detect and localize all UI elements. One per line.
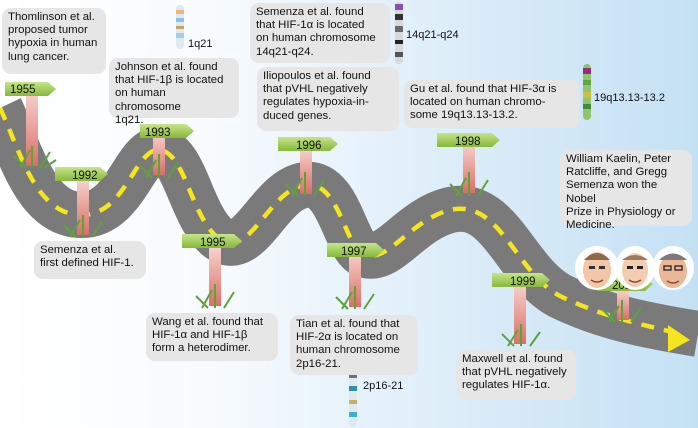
milestone-text-1996: Iliopoulos et al. found that pVHL negati…: [257, 67, 399, 131]
year-label-1996: 1996: [296, 140, 322, 152]
chromosome-1q21: [176, 5, 184, 49]
laureate-portrait-ratcliffe: [615, 246, 655, 290]
chromosome-label-1q21: 1q21: [188, 38, 213, 50]
milestone-post-1993: 1993: [140, 124, 194, 175]
chromosome-14q: [395, 2, 403, 64]
year-label-1995: 1995: [200, 237, 226, 249]
year-label-1955: 1955: [10, 84, 36, 96]
semenza-chromosome-note: Semenza et al. found that HIF-1α is loca…: [250, 3, 390, 63]
milestone-post-1999: 1999: [492, 273, 550, 347]
milestone-post-1995: 1995: [182, 234, 242, 309]
milestone-post-1955: 1955: [5, 82, 57, 169]
milestone-text-1993: Johnson et al. found that HIF-1β is loca…: [109, 58, 239, 126]
milestone-text-1955: Thomlinson et al. proposed tumor hypoxia…: [2, 8, 106, 74]
laureate-portrait-semenza: [652, 246, 694, 290]
milestone-text-1992: Semenza et al. first defined HIF-1.: [34, 241, 146, 279]
grass-tuft: [602, 300, 642, 323]
milestone-post-1992: 1992: [55, 167, 108, 238]
milestone-text-1998: Gu et al. found that HIF-3α is located o…: [404, 80, 580, 128]
year-label-1993: 1993: [145, 127, 171, 139]
chromosome-label-14q: 14q21-q24: [406, 29, 459, 41]
milestone-text-1997: Tian et al. found that HIF-2α is located…: [290, 315, 418, 375]
milestone-text-1999: Maxwell et al. found that pVHL negativel…: [456, 350, 576, 400]
milestone-post-1997: 1997: [327, 243, 384, 310]
chromosome-19q: [583, 64, 591, 120]
milestone-post-1998: 1998: [437, 133, 500, 197]
year-label-1999: 1999: [510, 276, 536, 288]
chromosome-label-2p: 2p16-21: [363, 380, 404, 392]
milestone-post-1996: 1996: [278, 137, 338, 197]
chromosome-label-19q: 19q13.13-13.2: [594, 92, 665, 104]
laureate-portrait-kaelin: [575, 246, 619, 290]
milestone-text-2019: William Kaelin, Peter Ratcliffe, and Gre…: [560, 150, 692, 231]
year-label-1998: 1998: [455, 136, 481, 148]
milestone-text-1995: Wang et al. found that HIF-1α and HIF-1β…: [146, 313, 278, 361]
year-label-1992: 1992: [72, 170, 98, 182]
road-arrow-head: [668, 325, 690, 352]
year-label-1997: 1997: [341, 246, 367, 258]
grass-tuft: [139, 154, 179, 179]
